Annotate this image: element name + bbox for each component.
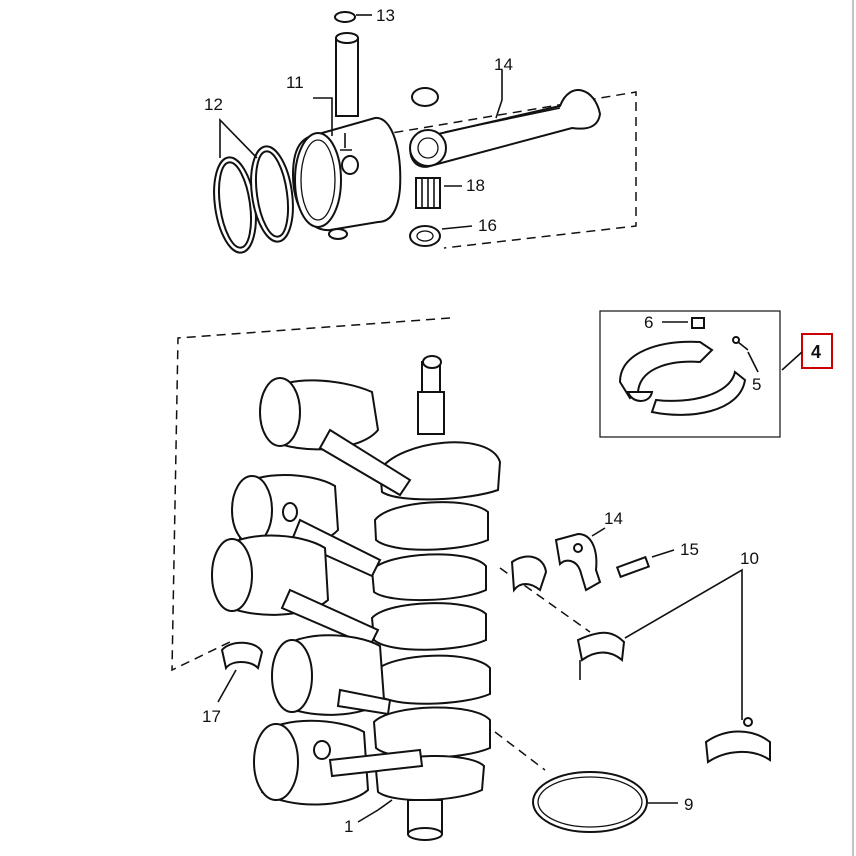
main-bearing-10-lower	[704, 717, 771, 764]
needle-bearing-18-part	[415, 177, 441, 209]
callout-6: 6	[644, 313, 653, 332]
main-bearing-10-upper	[576, 631, 626, 680]
callout-14-mid: 14	[604, 509, 623, 528]
crankshaft-part	[370, 355, 502, 841]
callout-1: 1	[344, 817, 353, 836]
callout-9: 9	[684, 795, 693, 814]
bearing-cage-part	[510, 555, 548, 593]
crank-piston-5	[253, 719, 424, 806]
crank-piston-2	[231, 474, 382, 578]
washer-16-part	[409, 225, 441, 247]
callout-17: 17	[202, 707, 221, 726]
callout-18: 18	[466, 176, 485, 195]
rod-bolt-part	[615, 555, 651, 579]
piston-rings-part	[213, 145, 294, 254]
highlight-callout-4	[781, 333, 833, 371]
callout-13: 13	[376, 6, 395, 25]
callout-10: 10	[740, 549, 759, 568]
bearing-17-part	[220, 641, 264, 671]
callout-12: 12	[204, 95, 223, 114]
callout-16: 16	[478, 216, 497, 235]
callout-15: 15	[680, 540, 699, 559]
connecting-rod-part	[409, 87, 602, 168]
crank-piston-1	[259, 377, 412, 497]
crank-piston-4	[271, 634, 392, 716]
callout-5: 5	[752, 375, 761, 394]
piston-part	[291, 116, 402, 232]
callout-14-top: 14	[494, 55, 513, 74]
retaining-ring-9-part	[532, 771, 648, 833]
crank-piston-3	[211, 534, 380, 648]
callout-4: 4	[811, 342, 821, 362]
circlip-13-part	[334, 11, 356, 23]
rod-cap-part	[554, 532, 602, 592]
bearing-inset-box	[599, 310, 781, 438]
piston-pin-part	[335, 32, 359, 117]
callout-11: 11	[286, 73, 304, 92]
circlip-lower-part	[328, 228, 348, 240]
